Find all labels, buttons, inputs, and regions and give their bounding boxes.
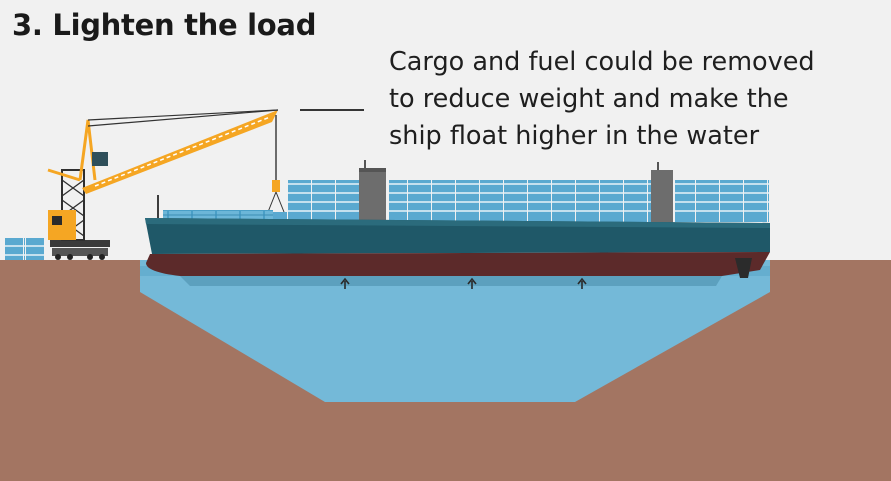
caption-line-3: ship float higher in the water [389,121,760,151]
caption: Cargo and fuel could be removed to reduc… [389,44,879,155]
water-channel [140,260,770,402]
up-arrow-icon [340,277,587,289]
ship-icon [145,160,770,286]
step-title: 3. Lighten the load [12,8,317,42]
caption-line-2: to reduce weight and make the [389,84,789,114]
caption-line-1: Cargo and fuel could be removed [389,47,815,77]
container-stack-icon [5,238,44,260]
